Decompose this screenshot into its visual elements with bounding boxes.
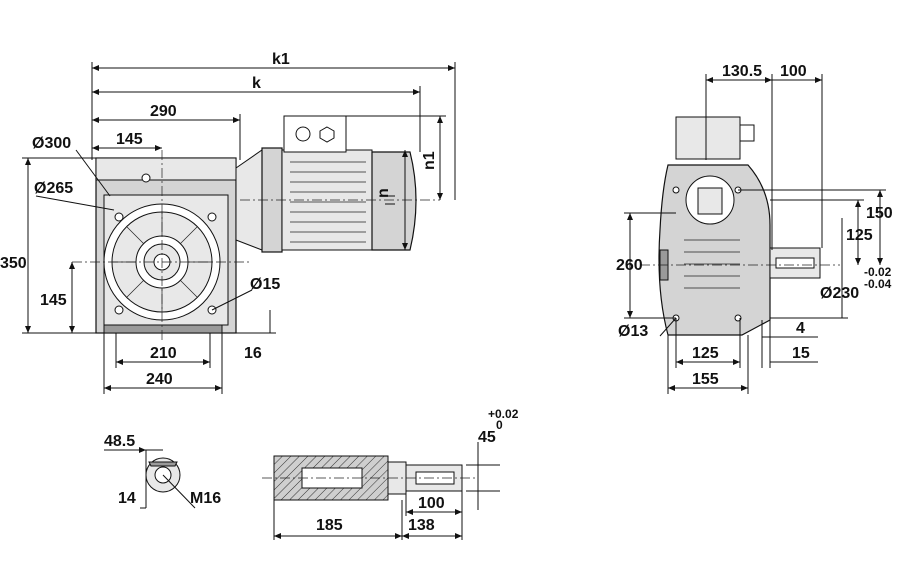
dim-100-shaft: 100 xyxy=(418,495,445,512)
bolt-hole xyxy=(207,212,217,222)
shaft-end-detail: 48.5 14 M16 xyxy=(104,433,221,509)
terminal-box xyxy=(283,115,347,153)
dim-dia-13: Ø13 xyxy=(618,323,648,340)
dim-260: 260 xyxy=(616,257,643,274)
dim-tol45-upper: +0.02 xyxy=(488,407,519,421)
dim-k: k xyxy=(252,75,261,92)
dim-100-top: 100 xyxy=(780,63,807,80)
dim-240: 240 xyxy=(146,371,173,388)
dim-138: 138 xyxy=(408,517,435,534)
dim-4: 4 xyxy=(796,320,805,337)
dim-dia-300: Ø300 xyxy=(32,135,71,152)
dim-185: 185 xyxy=(316,517,343,534)
hollow-shaft-section: 185 138 100 45 +0.02 0 xyxy=(262,407,519,540)
dim-210: 210 xyxy=(150,345,177,362)
dim-tol45-lower: 0 xyxy=(496,418,503,432)
dim-tol-lower: -0.04 xyxy=(864,277,892,291)
dim-dia-265: Ø265 xyxy=(34,180,73,197)
dim-dia-230: Ø230 xyxy=(820,285,859,302)
fan-cover xyxy=(371,151,417,251)
front-view: k1 k 290 145 Ø300 Ø265 350 145 Ø15 16 21… xyxy=(0,51,456,394)
dim-n: n xyxy=(375,188,392,198)
mounting-foot xyxy=(103,324,223,334)
dim-dia-15: Ø15 xyxy=(250,276,280,293)
dim-n1: n1 xyxy=(421,151,438,170)
dim-145-left: 145 xyxy=(40,292,67,309)
dim-48-5: 48.5 xyxy=(104,433,135,450)
dim-290: 290 xyxy=(150,103,177,120)
dim-125-right: 125 xyxy=(846,227,873,244)
dim-14: 14 xyxy=(118,490,136,507)
dim-130-5: 130.5 xyxy=(722,63,762,80)
dim-125-bottom: 125 xyxy=(692,345,719,362)
dim-45: 45 xyxy=(478,429,496,446)
dim-350: 350 xyxy=(0,255,27,272)
dim-16: 16 xyxy=(244,345,262,362)
dim-15-bottom: 15 xyxy=(792,345,810,362)
bolt-hole xyxy=(114,212,124,222)
side-view: 130.5 100 150 125 260 -0.02 -0.04 Ø230 Ø… xyxy=(616,63,893,394)
bolt-hole xyxy=(114,305,124,315)
dim-k1: k1 xyxy=(272,51,290,68)
dim-145-top: 145 xyxy=(116,131,143,148)
dim-tol-upper: -0.02 xyxy=(864,265,892,279)
dim-150: 150 xyxy=(866,205,893,222)
terminal-box-side xyxy=(675,116,741,160)
dim-m16: M16 xyxy=(190,490,221,507)
dim-155: 155 xyxy=(692,371,719,388)
